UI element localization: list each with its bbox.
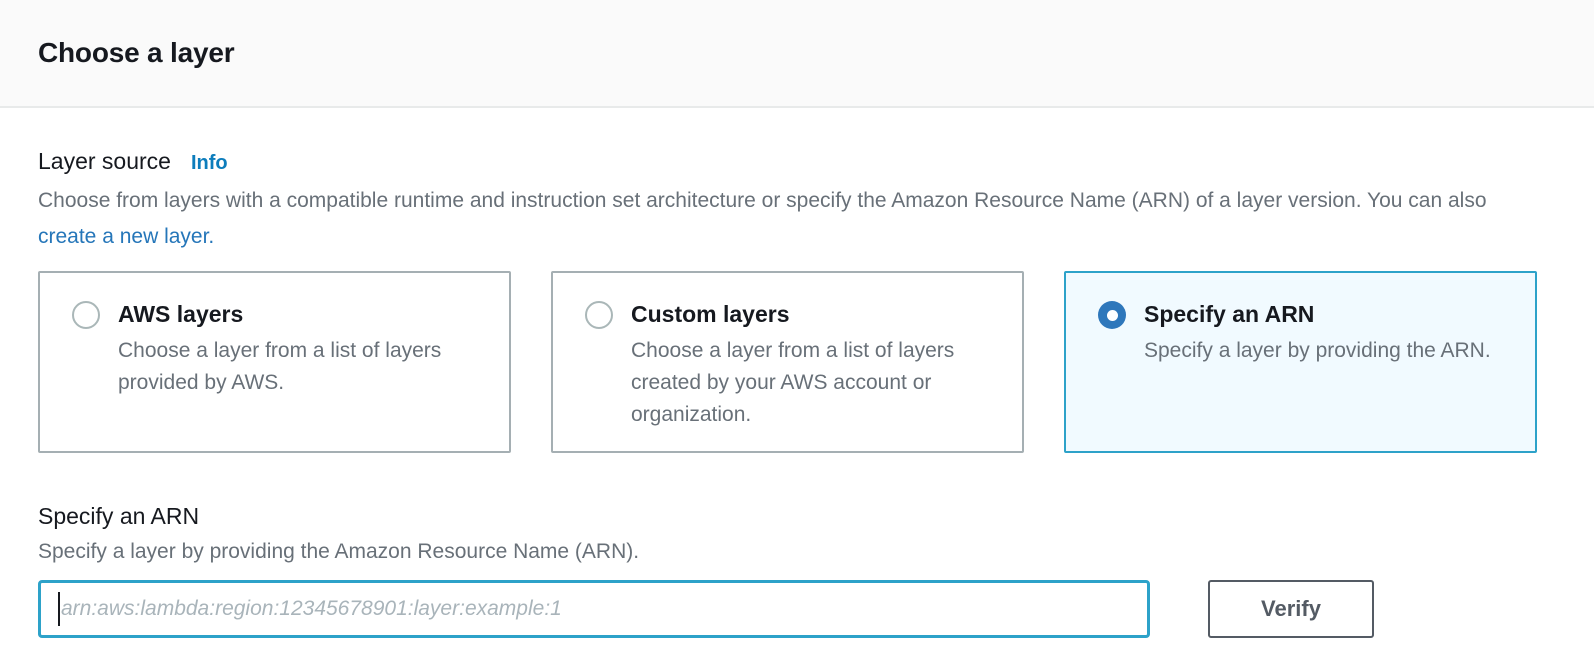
layer-source-options: AWS layers Choose a layer from a list of… — [38, 271, 1556, 453]
arn-input-wrapper — [38, 580, 1150, 638]
card-text: AWS layers Choose a layer from a list of… — [118, 299, 489, 399]
card-title: AWS layers — [118, 301, 244, 327]
radio-icon[interactable] — [72, 301, 100, 329]
card-custom-layers[interactable]: Custom layers Choose a layer from a list… — [551, 271, 1024, 453]
specify-arn-title: Specify an ARN — [38, 503, 200, 529]
layer-source-description: Choose from layers with a compatible run… — [38, 183, 1508, 255]
card-description: Choose a layer from a list of layers pro… — [118, 339, 442, 394]
layer-source-description-text: Choose from layers with a compatible run… — [38, 189, 1487, 212]
page-title: Choose a layer — [38, 37, 235, 68]
card-description: Specify a layer by providing the ARN. — [1144, 339, 1491, 362]
specify-arn-section: Specify an ARN Specify a layer by provid… — [38, 503, 1556, 638]
arn-input-row: Verify — [38, 580, 1556, 638]
layer-source-label: Layer source — [38, 148, 171, 174]
card-text: Specify an ARN Specify a layer by provid… — [1144, 299, 1491, 367]
card-title: Specify an ARN — [1144, 301, 1315, 327]
radio-checked-icon[interactable] — [1098, 301, 1126, 329]
card-text: Custom layers Choose a layer from a list… — [631, 299, 1002, 431]
layer-source-label-row: Layer source Info — [38, 148, 1556, 175]
card-aws-layers[interactable]: AWS layers Choose a layer from a list of… — [38, 271, 511, 453]
info-link[interactable]: Info — [190, 152, 228, 174]
verify-button[interactable]: Verify — [1208, 580, 1374, 638]
text-cursor — [58, 592, 60, 626]
radio-icon[interactable] — [585, 301, 613, 329]
create-new-layer-link[interactable]: create a new layer. — [38, 225, 215, 248]
card-specify-arn[interactable]: Specify an ARN Specify a layer by provid… — [1064, 271, 1537, 453]
specify-arn-description: Specify a layer by providing the Amazon … — [38, 540, 640, 563]
main-content: Layer source Info Choose from layers wit… — [0, 148, 1594, 638]
arn-input[interactable] — [38, 580, 1150, 638]
card-description: Choose a layer from a list of layers cre… — [631, 339, 955, 426]
card-title: Custom layers — [631, 301, 790, 327]
page-header: Choose a layer — [0, 0, 1594, 108]
